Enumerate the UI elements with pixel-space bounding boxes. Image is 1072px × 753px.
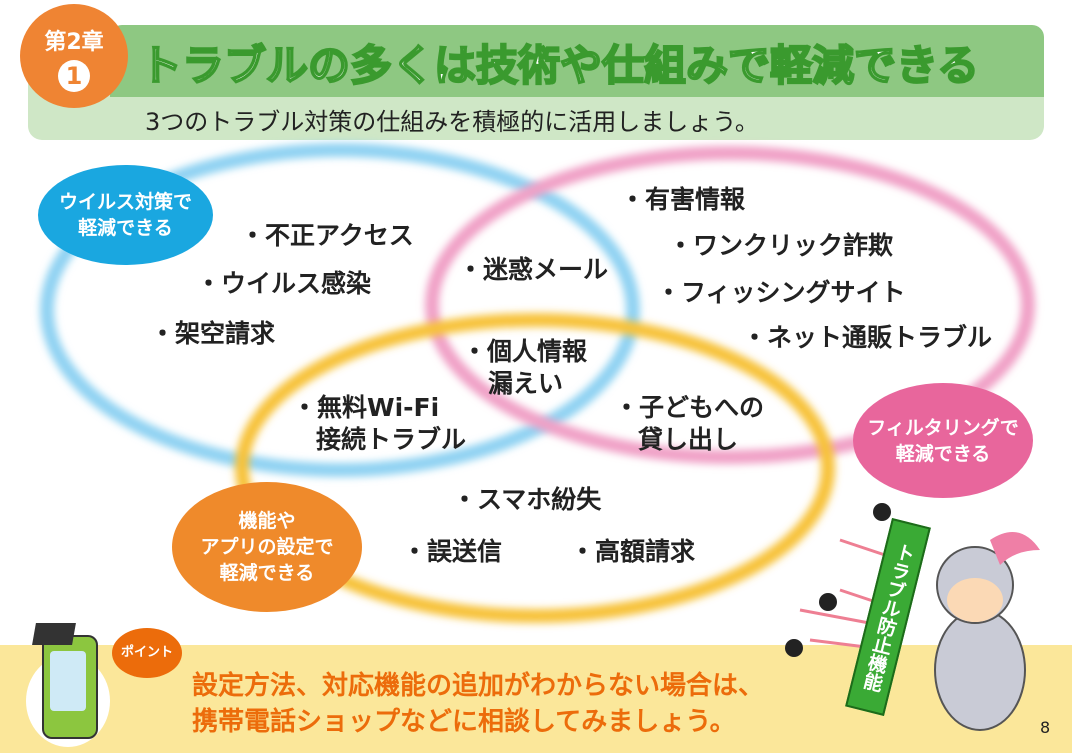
item-fake-billing: ・架空請求 [150,319,276,348]
item-personal-info: ・個人情報漏えい [462,337,588,398]
item-harmful-info: ・有害情報 [620,185,746,214]
phone-character-illustration [20,615,120,750]
point-badge: ポイント [112,628,182,678]
settings-circle [235,313,835,623]
virus-circle [40,143,640,477]
point-text: 設定方法、対応機能の追加がわからない場合は、携帯電話ショップなどに相談してみまし… [192,671,765,737]
page-title: トラブルの多くは技術や仕組みで軽減できる [139,40,980,91]
item-online-shopping: ・ネット通販トラブル [742,323,993,352]
page-number: 8 [1040,718,1051,737]
item-lost-phone: ・スマホ紛失 [452,485,602,514]
item-high-bill: ・高額請求 [570,537,696,566]
item-lending: ・子どもへの貸し出し [614,393,765,454]
page-subtitle: 3つのトラブル対策の仕組みを積極的に活用しましょう。 [145,108,759,136]
item-spam: ・迷惑メール [458,255,609,284]
item-virus-infection: ・ウイルス感染 [196,269,372,298]
settings-bubble: 機能やアプリの設定で軽減できる [172,482,362,612]
chapter-badge: 第2章 1 [20,4,128,108]
virus-bubble: ウイルス対策で軽減できる [38,165,213,265]
title-bar [110,25,1044,97]
knight-illustration [785,503,1040,731]
filter-bubble: フィルタリングで軽減できる [853,383,1033,498]
item-phishing: ・フィッシングサイト [656,278,906,307]
item-missend: ・誤送信 [402,537,503,566]
item-one-click-fraud: ・ワンクリック詐欺 [668,231,894,260]
filter-circle [425,146,1035,464]
item-unauthorized-access: ・不正アクセス [240,221,414,250]
chapter-label: 第2章 [44,30,104,55]
section-number: 1 [58,60,90,92]
